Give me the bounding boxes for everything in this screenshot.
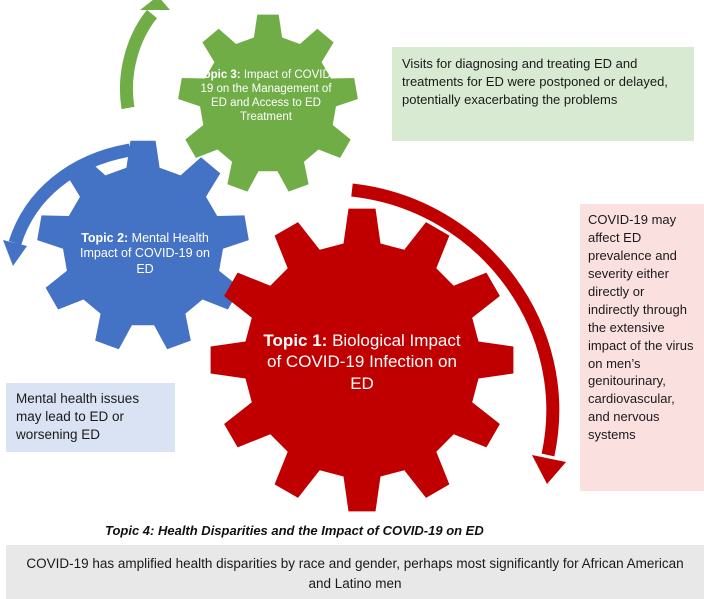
topic2-description: Mental Health Impact of COVID-19 on ED xyxy=(80,231,210,276)
topic3-title: Topic 3: xyxy=(197,69,241,81)
topic2-title: Topic 2: xyxy=(81,231,129,245)
topic3-label: Topic 3: Impact of COVID-19 on the Manag… xyxy=(196,68,336,124)
topic4-note: COVID-19 has amplified health disparitie… xyxy=(6,545,704,599)
topic1-label: Topic 1: Biological Impact of COVID-19 I… xyxy=(262,330,462,394)
red-curved-arrow xyxy=(351,183,560,457)
green-arrow-head xyxy=(140,0,170,10)
topic3-note: Visits for diagnosing and treating ED an… xyxy=(392,47,694,141)
topic1-title: Topic 1: xyxy=(263,331,328,350)
blue-curved-arrow xyxy=(8,143,132,246)
topic2-note: Mental health issues may lead to ED or w… xyxy=(6,383,175,452)
topic1-note: COVID-19 may affect ED prevalence and se… xyxy=(580,204,704,491)
topic3-gear xyxy=(178,14,358,192)
topic3-description: Impact of COVID-19 on the Management of … xyxy=(200,69,335,124)
green-curved-arrow xyxy=(119,9,158,110)
blue-arrow-head xyxy=(3,240,27,266)
red-arrow-head xyxy=(532,455,566,484)
topic4-heading: Topic 4: Health Disparities and the Impa… xyxy=(105,523,484,538)
topic2-label: Topic 2: Mental Health Impact of COVID-1… xyxy=(80,231,210,277)
topic1-description: Biological Impact of COVID-19 Infection … xyxy=(267,331,461,393)
topic1-gear xyxy=(210,208,514,512)
topic2-gear xyxy=(37,140,249,350)
